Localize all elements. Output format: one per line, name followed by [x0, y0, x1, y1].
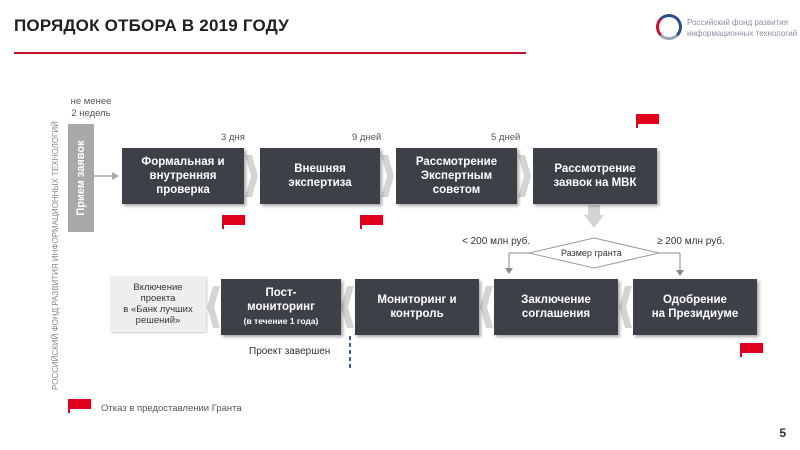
- legend-flag-icon: [68, 399, 91, 413]
- title-underline: [14, 52, 526, 54]
- step-formal-check: Формальная и внутренняя проверка: [122, 148, 244, 204]
- step-expert-council-line-3: советом: [432, 184, 481, 196]
- step-expert-council-line-1: Рассмотрение: [415, 156, 498, 168]
- chevron-arrow-2: [381, 155, 394, 197]
- step-monitoring: Мониторинг и контроль: [355, 279, 479, 335]
- step-mvk-review-line-1: Рассмотрение: [554, 163, 636, 175]
- best-practices-line-1: Включение: [133, 282, 183, 293]
- duration-label-1: 3 дня: [221, 132, 245, 143]
- intake-duration-note: не менее 2 недель: [62, 96, 120, 120]
- project-finished-label: Проект завершен: [249, 346, 331, 357]
- chevron-arrow-5: [480, 286, 493, 328]
- intake-block: Прием заявок: [68, 124, 94, 232]
- step-agreement-line-1: Заключение: [521, 294, 591, 306]
- step-external-review-line-2: экспертиза: [288, 177, 352, 189]
- rejection-flag-icon: [740, 343, 763, 357]
- step-post-monitoring-sub: (в течение 1 года): [243, 316, 319, 326]
- chevron-arrow-6: [341, 286, 354, 328]
- duration-label-2: 9 дней: [352, 132, 382, 143]
- step-formal-check-line-3: проверка: [156, 184, 210, 196]
- step-expert-council-line-2: Экспертным: [420, 170, 493, 182]
- chevron-arrow-4: [619, 286, 632, 328]
- step-mvk-review-line-2: заявок на МВК: [553, 177, 637, 189]
- step-presidium-line-1: Одобрение: [663, 294, 727, 306]
- best-practices-line-3: в «Банк лучших: [123, 304, 193, 315]
- step-post-monitoring: Пост- мониторинг (в течение 1 года): [221, 279, 341, 335]
- step-agreement: Заключение соглашения: [494, 279, 618, 335]
- chevron-arrow-1: [245, 155, 258, 197]
- page-title: ПОРЯДОК ОТБОРА В 2019 ГОДУ: [14, 16, 289, 35]
- chevron-arrow-3: [518, 155, 531, 197]
- intake-note-line-1: не менее: [70, 96, 112, 107]
- chevron-arrow-7: [207, 286, 220, 328]
- branch-right: [659, 252, 684, 276]
- step-external-review-line-1: Внешняя: [294, 163, 346, 175]
- branch-right-label: ≥ 200 млн руб.: [657, 236, 725, 247]
- step-post-monitoring-line-1: Пост-: [265, 287, 297, 299]
- rejection-flag-icon: [636, 114, 659, 128]
- down-arrow-to-decision: [584, 205, 604, 228]
- step-external-review: Внешняя экспертиза: [260, 148, 380, 204]
- step-formal-check-line-1: Формальная и: [141, 156, 225, 168]
- legend-text: Отказ в предоставлении Гранта: [101, 403, 242, 414]
- best-practices-line-4: решений»: [135, 315, 181, 326]
- step-presidium-approval: Одобрение на Президиуме: [633, 279, 757, 335]
- intake-note-line-2: 2 недель: [71, 108, 111, 119]
- best-practices-line-2: проекта: [140, 293, 176, 304]
- step-post-monitoring-line-2: мониторинг: [247, 301, 315, 313]
- step-presidium-line-2: на Президиуме: [651, 308, 739, 320]
- intake-arrow: [88, 172, 119, 180]
- step-mvk-review: Рассмотрение заявок на МВК: [533, 148, 657, 204]
- page-number: 5: [779, 426, 786, 440]
- fund-logo-icon: [656, 14, 682, 40]
- fund-logo-text: Российский фонд развития информационных …: [687, 17, 797, 39]
- duration-label-3: 5 дней: [491, 132, 521, 143]
- step-expert-council: Рассмотрение Экспертным советом: [396, 148, 517, 204]
- step-agreement-line-2: соглашения: [521, 308, 591, 320]
- decision-label: Размер гранта: [561, 248, 622, 258]
- logo-line-1: Российский фонд развития: [687, 18, 789, 27]
- branch-left: [505, 252, 529, 274]
- step-monitoring-line-2: контроль: [390, 308, 444, 320]
- logo-line-2: информационных технологий: [687, 29, 798, 38]
- best-practices-bank: Включение проекта в «Банк лучших решений…: [110, 276, 206, 332]
- step-formal-check-line-2: внутренняя: [149, 170, 217, 182]
- step-monitoring-line-1: Мониторинг и: [377, 294, 457, 306]
- branch-left-label: < 200 млн руб.: [462, 236, 531, 247]
- rejection-flag-icon: [360, 215, 383, 229]
- rejection-flag-icon: [222, 215, 245, 229]
